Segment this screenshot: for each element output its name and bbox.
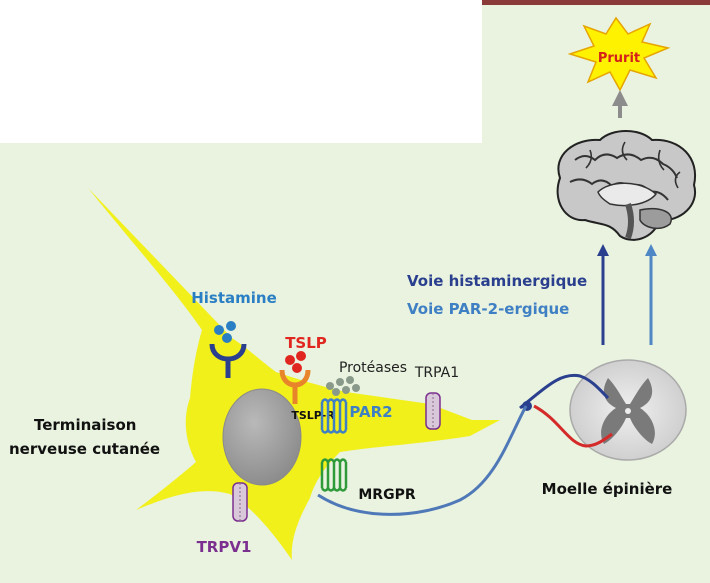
proteases-icon [326, 376, 360, 396]
spinal-cord-section [569, 359, 687, 461]
axon [317, 405, 528, 516]
voie-histaminergique-label: Voie histaminergique [407, 272, 587, 290]
spinal-afferent-red [533, 404, 613, 448]
mrgpr-receptor-icon [320, 458, 348, 492]
tslp-receptor-icon [279, 351, 311, 404]
terminaison-label-line2: nerveuse cutanée [9, 440, 160, 458]
trpv1-label: TRPV1 [197, 538, 252, 556]
trpv1-channel-icon [232, 482, 248, 522]
mrgpr-label: MRGPR [358, 487, 415, 503]
neuron-nucleus [222, 388, 302, 486]
tslp-r-label: TSLP-R [291, 409, 335, 422]
brain-illustration [556, 130, 697, 241]
voie-par2-label: Voie PAR-2-ergique [407, 300, 569, 318]
spinal-afferent-blue [519, 373, 610, 410]
proteases-label: Protéases [339, 360, 407, 376]
trpa1-label: TRPA1 [414, 365, 459, 381]
par2-label: PAR2 [349, 403, 392, 421]
histamine-receptor-icon [209, 321, 247, 378]
moelle-label: Moelle épinière [542, 480, 673, 498]
par2-receptor-icon [320, 398, 348, 434]
tslp-label: TSLP [285, 334, 327, 352]
background-panel [0, 3, 710, 583]
terminaison-label-line1: Terminaison [34, 416, 136, 434]
trpa1-channel-icon [425, 392, 441, 430]
neuron-terminal [88, 188, 500, 560]
prurit-label: Prurit [598, 51, 640, 66]
top-bar [482, 0, 710, 5]
histamine-label: Histamine [191, 289, 277, 307]
